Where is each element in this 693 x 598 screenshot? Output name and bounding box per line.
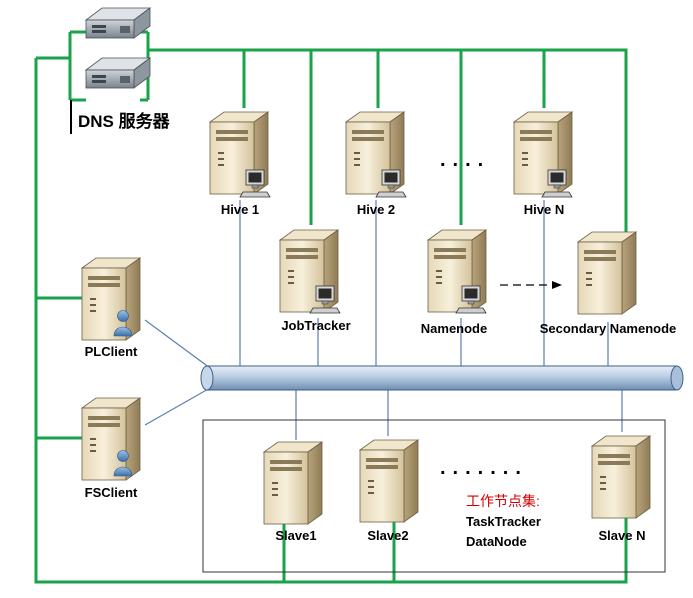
link-fsclient <box>144 387 211 426</box>
jobtracker-node: JobTracker <box>279 229 351 333</box>
link-plclient <box>144 319 211 369</box>
secondary-label: Secondary Namenode <box>540 321 677 336</box>
namenode-node: Namenode <box>421 229 487 336</box>
bus-links <box>144 200 623 440</box>
hiven-node: Hive N <box>513 111 573 217</box>
dns-server: DNS 服务器 <box>70 7 171 134</box>
secondary-namenode-node: Secondary Namenode <box>540 231 677 336</box>
fsclient-label: FSClient <box>85 485 138 500</box>
plclient-label: PLClient <box>85 344 138 359</box>
hiven-label: Hive N <box>524 202 564 217</box>
slave1-label: Slave1 <box>275 528 316 543</box>
backbone-bus <box>200 365 684 391</box>
dns-label: DNS 服务器 <box>78 111 171 131</box>
hive-ellipsis: .... <box>440 149 490 171</box>
cluster-line-tasktracker: TaskTracker <box>466 514 541 529</box>
fsclient-server-icon <box>81 397 141 481</box>
plclient-node: PLClient <box>81 257 141 359</box>
slave1-server-icon <box>263 441 323 525</box>
hive1-node: Hive 1 <box>209 111 271 217</box>
namenode-to-secondary-arrow <box>500 281 562 289</box>
slave2-node: Slave2 <box>359 439 419 543</box>
cluster-title: 工作节点集: <box>466 493 540 509</box>
dns-rack-unit-2 <box>85 57 151 89</box>
dns-label-bar <box>70 100 72 134</box>
plclient-server-icon <box>81 257 141 341</box>
hive1-label: Hive 1 <box>221 202 259 217</box>
worker-cluster-box <box>202 419 666 573</box>
secondary-server-icon <box>577 231 637 315</box>
lan-top-bus <box>165 48 628 240</box>
slave2-server-icon <box>359 439 419 523</box>
hive2-node: Hive 2 <box>345 111 407 217</box>
slaven-server-icon <box>591 435 651 519</box>
dns-rack-unit-1 <box>85 7 151 39</box>
fsclient-node: FSClient <box>81 397 141 500</box>
slaven-node: Slave N <box>591 435 651 543</box>
namenode-label: Namenode <box>421 321 487 336</box>
slave1-node: Slave1 <box>263 441 323 543</box>
slave2-label: Slave2 <box>367 528 408 543</box>
hive2-label: Hive 2 <box>357 202 395 217</box>
lan-dns-bracket <box>68 30 86 102</box>
lan-network <box>34 30 628 584</box>
lan-left-bus <box>34 58 628 584</box>
jobtracker-label: JobTracker <box>281 318 350 333</box>
slaven-label: Slave N <box>599 528 646 543</box>
slave-ellipsis: ....... <box>440 457 528 479</box>
cluster-line-datanode: DataNode <box>466 534 527 549</box>
